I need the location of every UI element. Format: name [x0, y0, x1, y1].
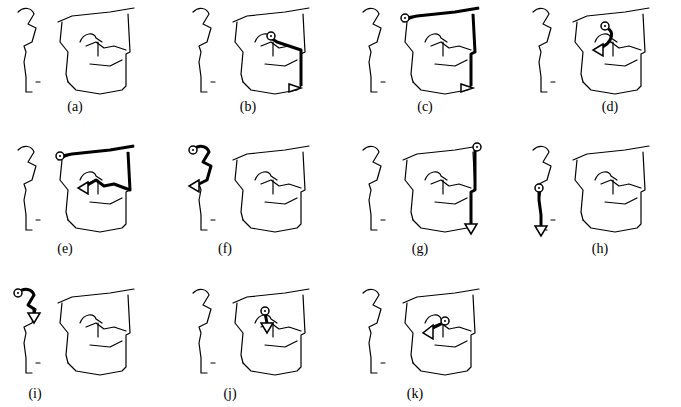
- sketch-figure: [14, 289, 134, 375]
- panel-label: (i): [28, 387, 41, 401]
- sketch-figure: [193, 8, 309, 94]
- panel-label: (f): [218, 242, 232, 256]
- sketch-figure: [193, 289, 309, 375]
- sketch-figure: [533, 8, 649, 94]
- panel-label: (k): [407, 387, 423, 401]
- panel-label: (c): [417, 100, 433, 114]
- panel-label: (d): [602, 100, 618, 114]
- sketch-figure: [363, 8, 479, 94]
- panel-label: (j): [223, 387, 236, 401]
- panel-label: (b): [240, 100, 256, 114]
- sketch-figure: [18, 8, 134, 94]
- sketch-figure: [189, 146, 309, 232]
- panel-label: (g): [412, 242, 428, 256]
- sketch-figure: [533, 146, 649, 236]
- panel-label: (e): [57, 242, 73, 256]
- sketch-figure: [363, 143, 481, 234]
- panel-label: (h): [592, 242, 608, 256]
- panel-label: (a): [67, 100, 83, 114]
- sketch-figure: [18, 146, 134, 232]
- sketch-figure: [363, 289, 479, 375]
